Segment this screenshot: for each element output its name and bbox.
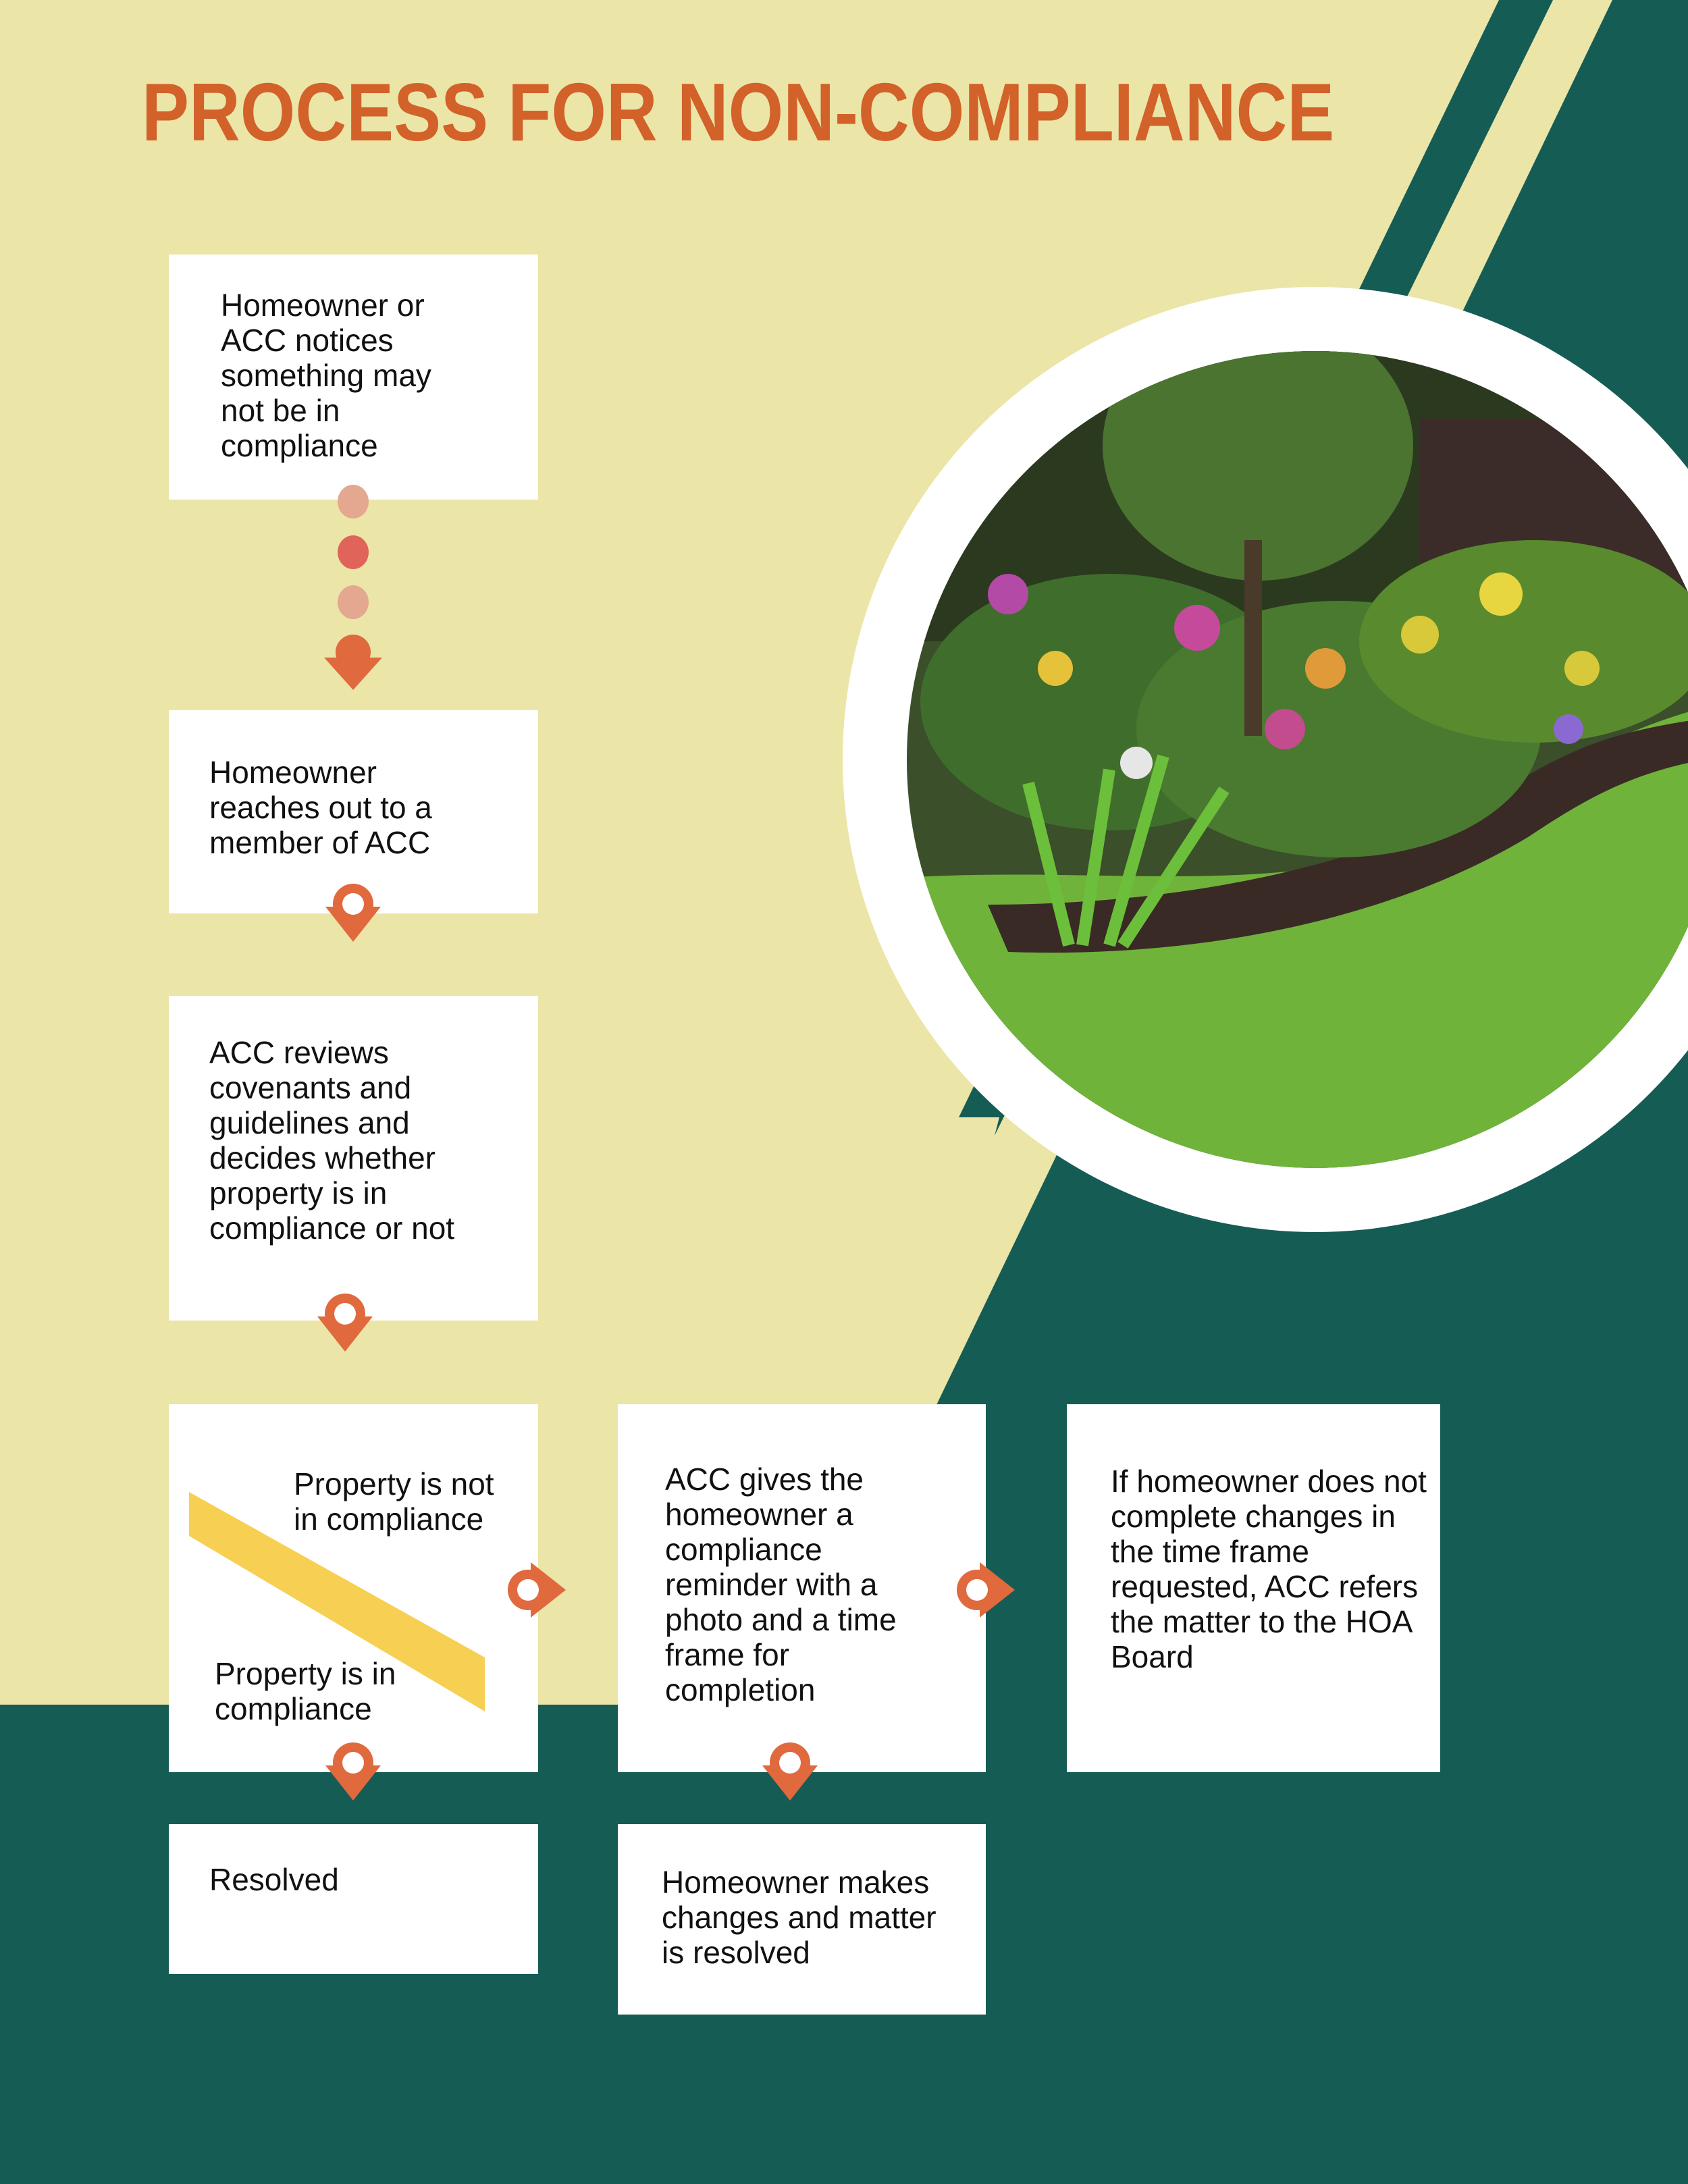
right-pin-arrow-icon: [505, 1560, 567, 1620]
down-pin-arrow-icon: [323, 881, 384, 943]
step-resolved-text: Resolved: [209, 1862, 479, 1897]
in-compliance-text: Property is in compliance: [215, 1656, 438, 1726]
down-pin-arrow-icon: [323, 1740, 384, 1802]
down-pin-arrow-icon: [315, 1291, 375, 1353]
step-review-box: ACC reviews covenants and guidelines and…: [169, 996, 538, 1321]
step-refer-box: If homeowner does not complete changes i…: [1067, 1404, 1440, 1772]
garden-photo: [907, 351, 1688, 1168]
step-resolved-box: Resolved: [169, 1824, 538, 1974]
connector-dot-1: [338, 485, 369, 518]
step-homeowner-resolves-box: Homeowner makes changes and matter is re…: [618, 1824, 986, 2015]
connector-dot-2: [338, 535, 369, 569]
step-review-text: ACC reviews covenants and guidelines and…: [209, 1035, 493, 1246]
right-pin-arrow-icon: [954, 1560, 1016, 1620]
step-notice-box: Homeowner or ACC notices something may n…: [169, 255, 538, 500]
down-pin-arrow-icon: [760, 1740, 820, 1802]
connector-dot-3: [338, 585, 369, 619]
decision-box: Property is not in compliance Property i…: [169, 1404, 538, 1772]
down-arrow-icon: [323, 633, 384, 691]
step-homeowner-resolves-text: Homeowner makes changes and matter is re…: [662, 1865, 945, 1970]
step-notice-text: Homeowner or ACC notices something may n…: [221, 288, 454, 463]
step-reminder-text: ACC gives the homeowner a compliance rem…: [665, 1462, 935, 1707]
not-in-compliance-text: Property is not in compliance: [294, 1466, 523, 1537]
step-reach-out-text: Homeowner reaches out to a member of ACC: [209, 755, 479, 860]
step-reminder-box: ACC gives the homeowner a compliance rem…: [618, 1404, 986, 1772]
page-title: PROCESS FOR NON-COMPLIANCE: [142, 71, 1334, 153]
step-refer-text: If homeowner does not complete changes i…: [1111, 1464, 1428, 1674]
